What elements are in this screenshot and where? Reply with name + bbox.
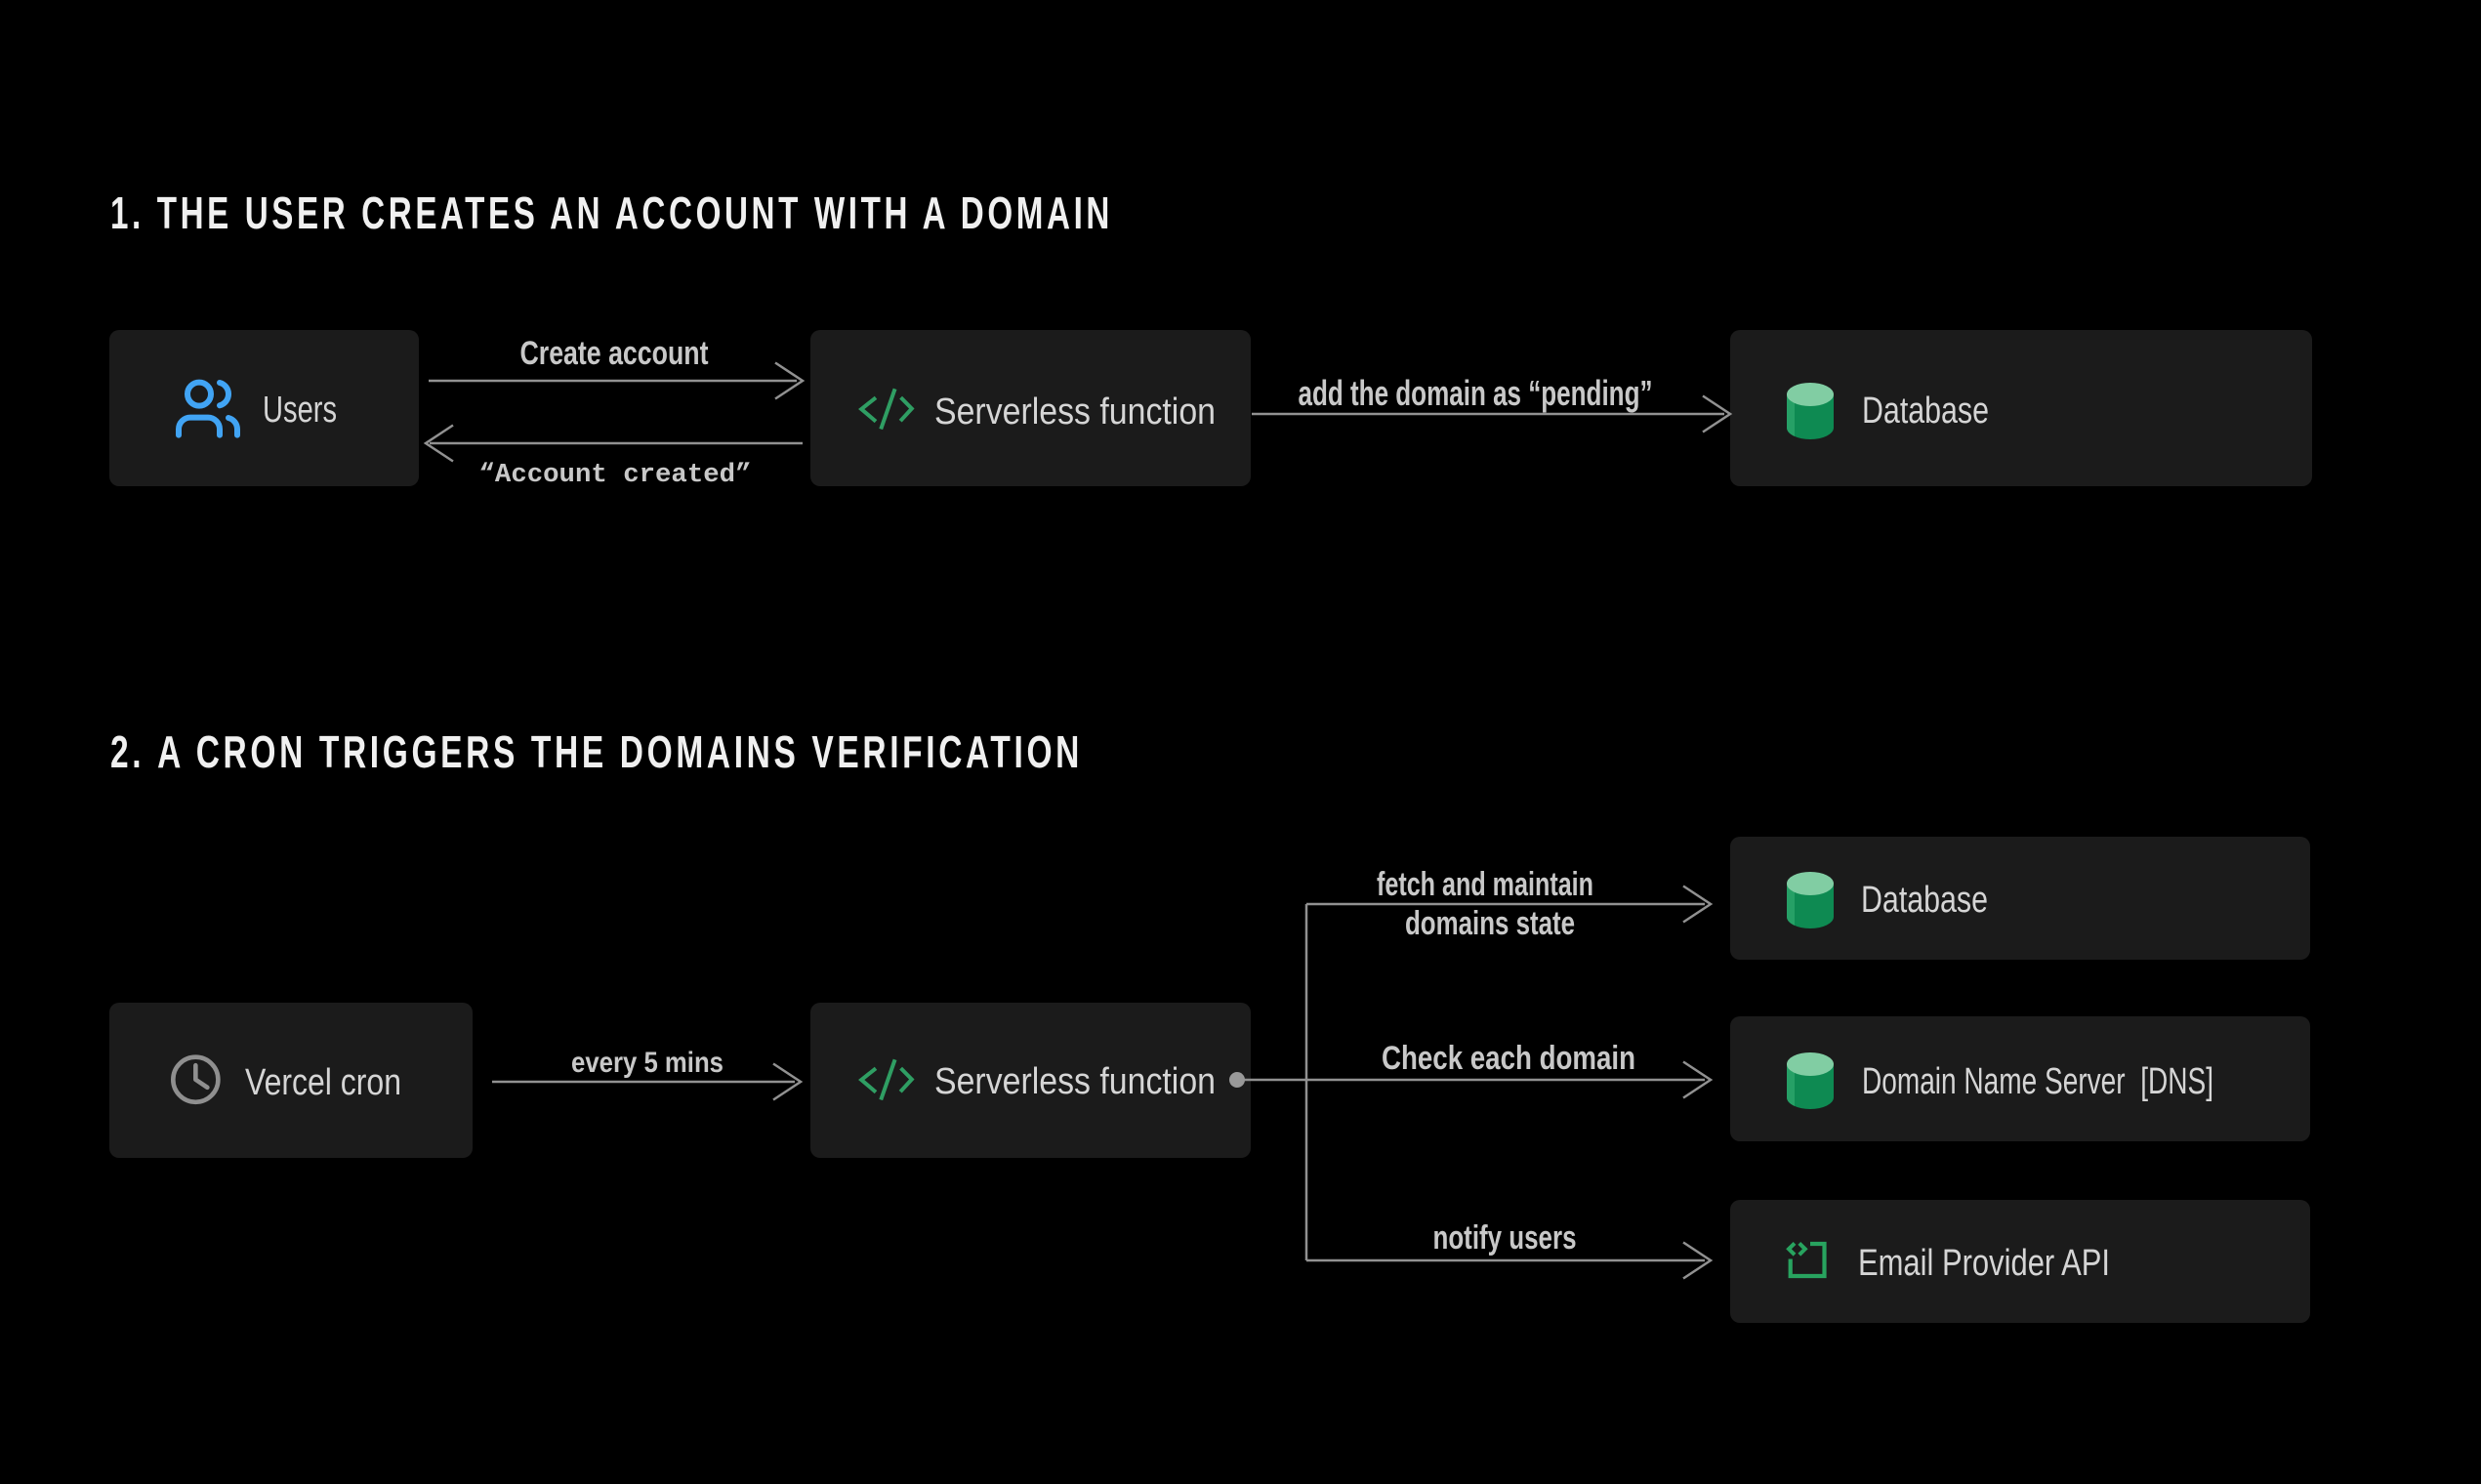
svg-text:“Account created”: “Account created” bbox=[479, 461, 752, 490]
svg-text:Email Provider API: Email Provider API bbox=[1858, 1243, 2110, 1284]
svg-text:domains state: domains state bbox=[1405, 905, 1575, 942]
svg-text:fetch and maintain: fetch and maintain bbox=[1377, 866, 1593, 903]
svg-text:1. THE USER CREATES AN ACCOUNT: 1. THE USER CREATES AN ACCOUNT WITH A DO… bbox=[110, 187, 1113, 238]
svg-text:Serverless function: Serverless function bbox=[934, 392, 1216, 433]
svg-text:Vercel cron: Vercel cron bbox=[245, 1062, 401, 1103]
svg-text:Users: Users bbox=[263, 390, 337, 431]
svg-text:Database: Database bbox=[1862, 391, 1989, 432]
svg-text:Domain Name Server [DNS]: Domain Name Server [DNS] bbox=[1862, 1061, 2213, 1102]
svg-text:2. A CRON TRIGGERS THE DOMAINS: 2. A CRON TRIGGERS THE DOMAINS VERIFICAT… bbox=[110, 726, 1083, 777]
svg-text:every 5 mins: every 5 mins bbox=[571, 1047, 724, 1079]
svg-text:Serverless function: Serverless function bbox=[934, 1061, 1216, 1102]
svg-text:Create account: Create account bbox=[520, 335, 709, 372]
svg-text:Check each domain: Check each domain bbox=[1382, 1040, 1635, 1077]
svg-text:Database: Database bbox=[1861, 880, 1988, 921]
svg-text:notify users: notify users bbox=[1433, 1219, 1577, 1257]
svg-text:add the domain as “pending”: add the domain as “pending” bbox=[1299, 373, 1653, 413]
